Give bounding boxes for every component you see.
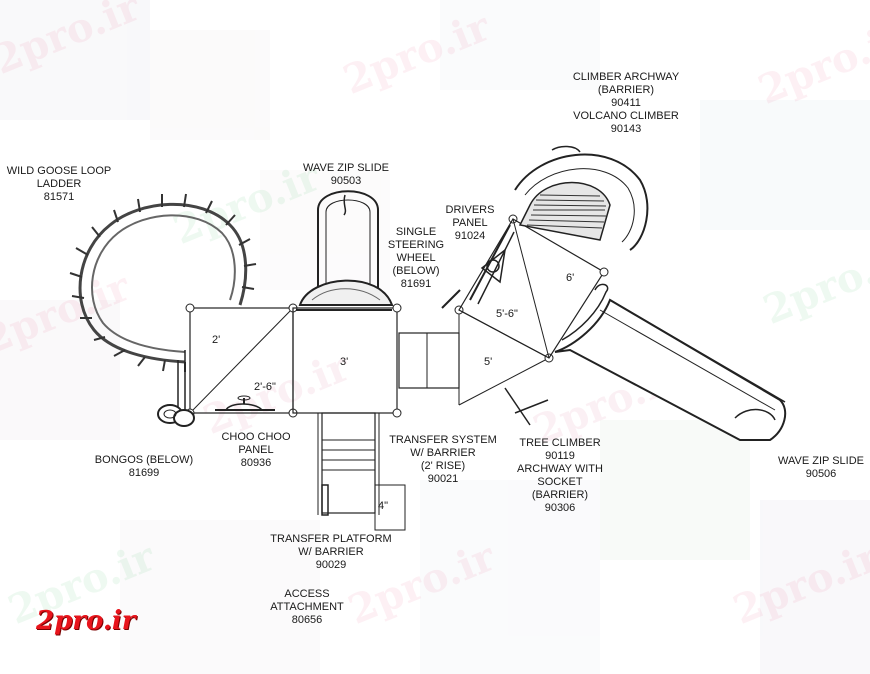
transfer-platform bbox=[317, 412, 406, 531]
wave-zip-slide-top bbox=[296, 190, 394, 311]
label-bongos: BONGOS (BELOW)81699 bbox=[94, 454, 194, 479]
deck-6ft bbox=[458, 218, 609, 359]
volcano-climber bbox=[514, 145, 649, 251]
wave-zip-slide-right bbox=[554, 283, 787, 441]
wild-goose-loop-ladder bbox=[69, 193, 257, 410]
dimension-5ft6: 5'-6" bbox=[496, 308, 518, 320]
choo-choo-panel bbox=[215, 395, 275, 411]
dimension-3ft: 3' bbox=[340, 356, 349, 368]
dimension-2ft6: 2'-6" bbox=[254, 381, 276, 393]
dimension-2ft: 2' bbox=[212, 334, 221, 346]
drivers-panel bbox=[441, 214, 518, 309]
dimension-4in: 4" bbox=[378, 500, 389, 512]
dimension-5ft: 5' bbox=[484, 356, 493, 368]
bongos bbox=[157, 404, 195, 427]
dimension-6ft: 6' bbox=[566, 272, 575, 284]
brand-logo: 2pro.ir bbox=[36, 606, 136, 636]
tree-climber bbox=[504, 387, 549, 426]
transfer-system bbox=[398, 305, 554, 406]
